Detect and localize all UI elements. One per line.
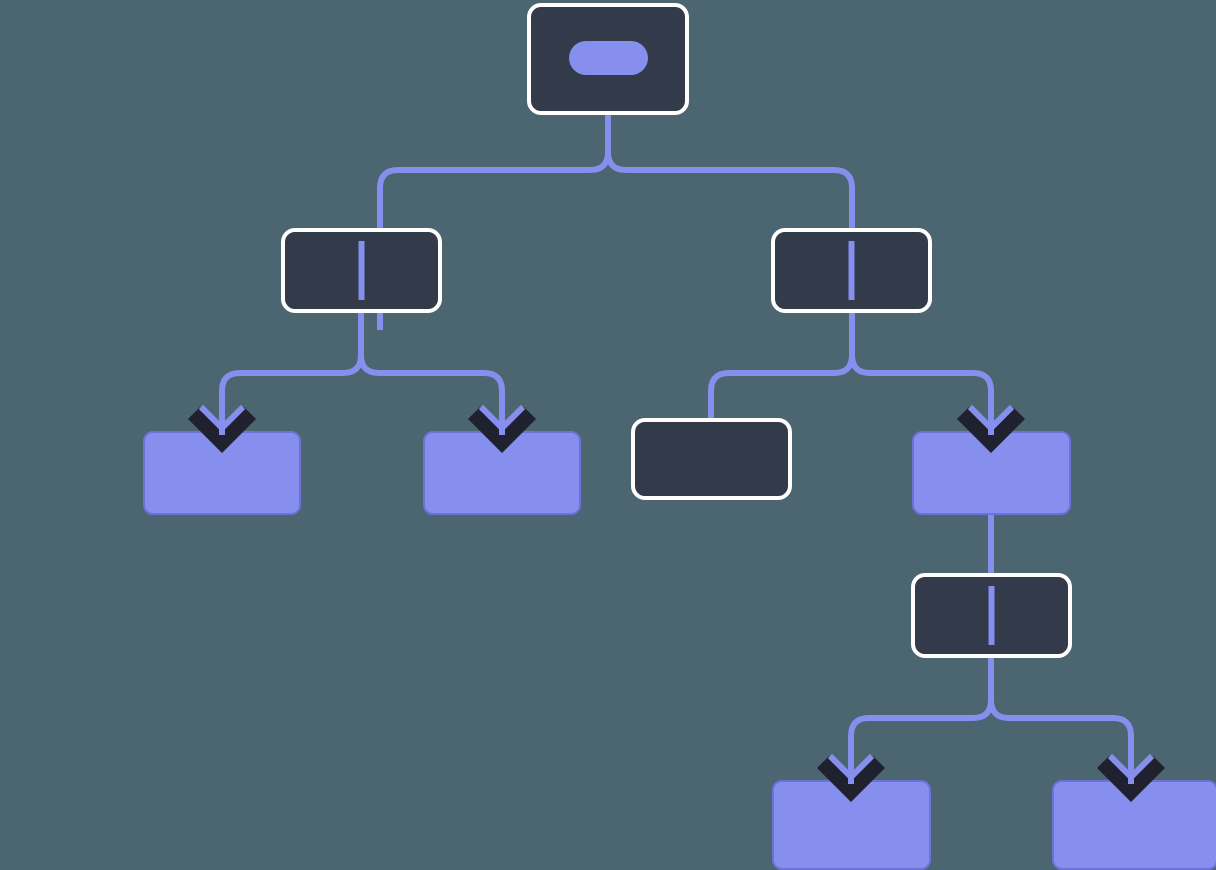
diagram-edge <box>988 658 1134 790</box>
diagram-node-l3-a[interactable] <box>911 573 1072 658</box>
diagram-edge <box>358 313 505 440</box>
diagram-edge <box>708 313 855 420</box>
diagram-edge <box>605 75 855 330</box>
diagram-node-l4-a[interactable] <box>772 780 931 870</box>
diagram-edge <box>848 658 994 790</box>
diagram-node-l1-right[interactable] <box>771 228 932 313</box>
diagram-edge <box>849 313 994 440</box>
diagram-node-l1-left[interactable] <box>281 228 442 313</box>
diagram-node-l2-a[interactable] <box>143 431 301 515</box>
diagram-edge <box>219 313 364 440</box>
node-pill-badge <box>569 41 648 75</box>
diagram-node-l4-b[interactable] <box>1052 780 1216 870</box>
diagram-node-l2-c[interactable] <box>631 418 792 500</box>
diagram-node-l2-d[interactable] <box>912 431 1071 515</box>
diagram-node-root[interactable] <box>527 3 689 115</box>
diagram-node-l2-b[interactable] <box>423 431 581 515</box>
